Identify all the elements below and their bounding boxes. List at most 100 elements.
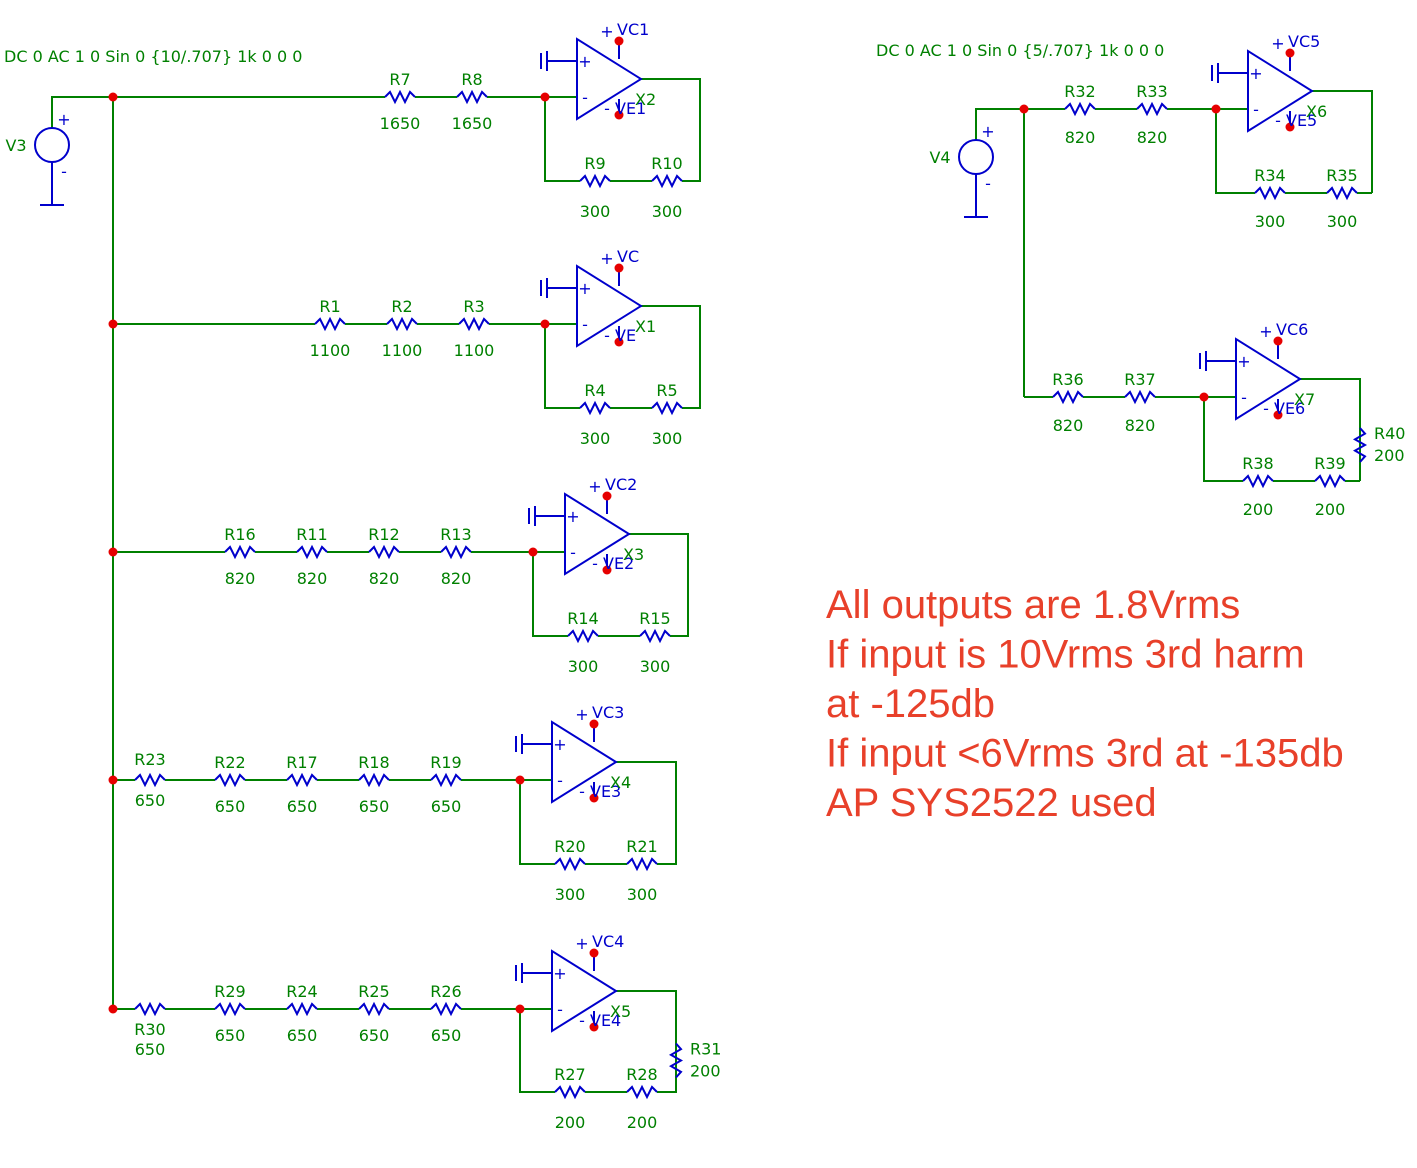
resistor-symbol — [134, 772, 166, 788]
plus-mark: + — [1249, 64, 1262, 83]
resistor-value: 650 — [359, 797, 390, 816]
vc-plus: + — [575, 934, 588, 953]
resistor-value: 200 — [627, 1113, 658, 1132]
junction-dot — [1199, 392, 1209, 402]
junction-dot — [1273, 336, 1283, 346]
opamp-symbol — [564, 492, 631, 576]
resistor-value: 300 — [1255, 212, 1286, 231]
resistor-value: 300 — [652, 429, 683, 448]
resistor-value: 820 — [1125, 416, 1156, 435]
junction-dot — [614, 36, 624, 46]
resistor-ref: R26 — [430, 982, 461, 1001]
output-wire — [616, 761, 677, 865]
resistor-symbol — [567, 628, 599, 644]
minus-mark: - — [557, 771, 563, 790]
resistor-symbol — [134, 1001, 166, 1017]
feedback-wire — [532, 552, 553, 637]
vc-label: VC1 — [617, 20, 649, 39]
resistor-ref: R12 — [368, 525, 399, 544]
resistor-symbol — [1326, 185, 1358, 201]
vc-plus: + — [588, 477, 601, 496]
resistor-value: 300 — [568, 657, 599, 676]
junction-dot — [108, 1004, 118, 1014]
ve-minus: - — [604, 326, 610, 345]
feedback-wire — [544, 324, 565, 409]
resistor-ref: R24 — [286, 982, 317, 1001]
resistor-symbol — [651, 400, 683, 416]
opamp-ref: X5 — [610, 1002, 631, 1021]
resistor-value: 820 — [1065, 128, 1096, 147]
junction-dot — [589, 948, 599, 958]
junction-dot — [540, 92, 550, 102]
junction-dot — [540, 319, 550, 329]
source-spec: DC 0 AC 1 0 Sin 0 {5/.707} 1k 0 0 0 — [876, 41, 1164, 60]
resistor-symbol — [430, 772, 462, 788]
junction-dot — [515, 1004, 525, 1014]
resistor-symbol — [358, 1001, 390, 1017]
opamp-symbol — [551, 720, 618, 804]
junction-dot — [528, 547, 538, 557]
resistor-value: 200 — [690, 1062, 721, 1081]
resistor-value: 820 — [225, 569, 256, 588]
note-line: AP SYS2522 used — [826, 781, 1157, 825]
resistor-symbol — [286, 772, 318, 788]
source-wire — [975, 108, 1024, 140]
resistor-ref: R16 — [224, 525, 255, 544]
resistor-value: 1100 — [382, 341, 423, 360]
source-plus: + — [981, 122, 994, 141]
resistor-ref: R8 — [461, 70, 482, 89]
resistor-ref: R21 — [626, 837, 657, 856]
resistor-ref: R29 — [214, 982, 245, 1001]
resistor-symbol — [368, 544, 400, 560]
resistor-ref: R28 — [626, 1065, 657, 1084]
output-wire — [1312, 90, 1373, 193]
resistor-symbol — [386, 316, 418, 332]
resistor-symbol — [1314, 473, 1346, 489]
plus-mark: + — [1237, 352, 1250, 371]
resistor-value: 650 — [359, 1026, 390, 1045]
vc-plus: + — [600, 22, 613, 41]
resistor-ref: R30 — [134, 1020, 165, 1039]
minus-mark: - — [582, 88, 588, 107]
resistor-symbol — [314, 316, 346, 332]
resistor-ref: R22 — [214, 753, 245, 772]
resistor-symbol — [639, 628, 671, 644]
source-wire — [51, 96, 113, 128]
vc-label: VC — [617, 247, 639, 266]
junction-dot — [1019, 104, 1029, 114]
ve-minus: - — [579, 782, 585, 801]
junction-dot — [108, 547, 118, 557]
resistor-value: 300 — [627, 885, 658, 904]
note-line: All outputs are 1.8Vrms — [826, 583, 1240, 627]
resistor-ref: R37 — [1124, 370, 1155, 389]
resistor-ref: R7 — [389, 70, 410, 89]
resistor-symbol — [1254, 185, 1286, 201]
resistor-ref: R27 — [554, 1065, 585, 1084]
junction-dot — [1285, 48, 1295, 58]
resistor-symbol — [554, 1084, 586, 1100]
vc-plus: + — [600, 249, 613, 268]
resistor-symbol — [579, 400, 611, 416]
resistor-symbol — [224, 544, 256, 560]
note-line: If input <6Vrms 3rd at -135db — [826, 732, 1344, 776]
resistor-symbol — [1124, 389, 1156, 405]
labels: DC 0 AC 1 0 Sin 0 {10/.707} 1k 0 0 0V3R7… — [4, 20, 1405, 1132]
resistor-value: 1650 — [380, 114, 421, 133]
resistor-value: 650 — [215, 797, 246, 816]
junction-dot — [108, 319, 118, 329]
resistor-symbol — [1352, 427, 1368, 463]
resistor-symbol — [1136, 101, 1168, 117]
resistor-ref: R3 — [463, 297, 484, 316]
junction-dot — [589, 793, 599, 803]
resistor-value: 300 — [580, 429, 611, 448]
resistor-value: 820 — [441, 569, 472, 588]
vc-plus: + — [1259, 322, 1272, 341]
resistor-value: 1650 — [452, 114, 493, 133]
resistor-ref: R19 — [430, 753, 461, 772]
resistor-symbol — [296, 544, 328, 560]
resistor-value: 1100 — [454, 341, 495, 360]
resistor-symbol — [554, 856, 586, 872]
resistor-ref: R10 — [651, 154, 682, 173]
resistor-ref: R34 — [1254, 166, 1285, 185]
